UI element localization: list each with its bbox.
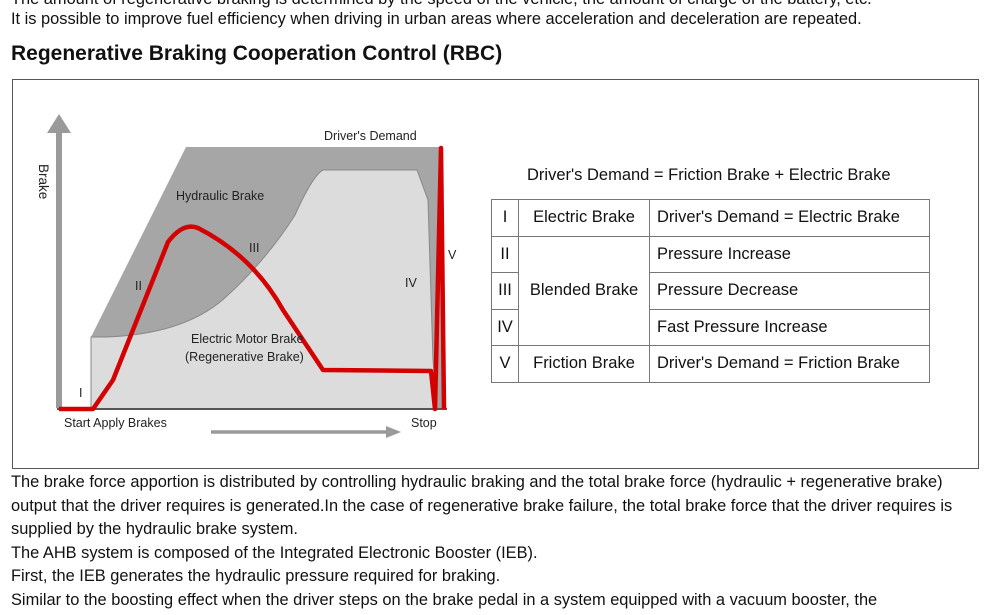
intro-line: It is possible to improve fuel efficienc…	[11, 10, 862, 28]
phase-description: Pressure Decrease	[649, 272, 930, 310]
stop-label: Stop	[411, 416, 437, 430]
phase-number: IV	[491, 308, 519, 346]
hydraulic-brake-label: Hydraulic Brake	[176, 189, 264, 203]
paragraph: Similar to the boosting effect when the …	[11, 590, 878, 609]
table-row: III Pressure Decrease	[491, 272, 930, 310]
electric-motor-label-line1: Electric Motor Brake	[191, 332, 304, 346]
phase-description: Driver's Demand = Electric Brake	[649, 199, 930, 237]
electric-brake-area	[90, 169, 438, 410]
phase-description: Fast Pressure Increase	[649, 308, 930, 346]
table-row: V Friction Brake Driver's Demand = Frict…	[491, 345, 930, 383]
intro-cut-line: The amount of regenerative braking is de…	[11, 0, 872, 12]
phase-description: Pressure Increase	[649, 235, 930, 273]
brake-force-curve	[59, 145, 447, 412]
paragraph: The AHB system is composed of the Integr…	[11, 543, 538, 562]
phase-description: Driver's Demand = Friction Brake	[649, 345, 930, 383]
phase-label-ii: II	[135, 279, 142, 293]
phase-number: I	[491, 199, 519, 237]
electric-motor-label-line2: (Regenerative Brake)	[185, 350, 304, 364]
phase-label-v: V	[448, 248, 457, 262]
phase-number: V	[491, 345, 519, 383]
phase-label-iii: III	[249, 241, 259, 255]
phase-label-iv: IV	[405, 276, 417, 290]
body-text: The brake force apportion is distributed…	[11, 471, 991, 612]
brake-equation: Driver's Demand = Friction Brake + Elect…	[527, 166, 891, 184]
rbc-diagram: Brake Driver's Demand Hydraulic Brake El…	[36, 114, 457, 438]
table-row: II Blended Brake Pressure Increase	[491, 235, 930, 346]
table-row: I Electric Brake Driver's Demand = Elect…	[491, 199, 930, 237]
phase-number: III	[491, 272, 519, 310]
phase-label-i: I	[79, 386, 82, 400]
brake-type: Electric Brake	[518, 199, 650, 237]
paragraph: The brake force apportion is distributed…	[11, 473, 953, 538]
table-row: IV Fast Pressure Increase	[491, 308, 930, 346]
section-heading: Regenerative Braking Cooperation Control…	[11, 42, 503, 65]
brake-phase-table: I Electric Brake Driver's Demand = Elect…	[491, 199, 930, 383]
rbc-figure: Brake Driver's Demand Hydraulic Brake El…	[12, 79, 979, 469]
phase-number: II	[491, 235, 519, 273]
y-axis-arrowhead	[47, 114, 71, 133]
y-axis-label: Brake	[36, 164, 51, 199]
drivers-demand-label: Driver's Demand	[324, 129, 417, 143]
brake-type: Blended Brake	[518, 235, 650, 346]
start-apply-brakes-label: Start Apply Brakes	[64, 416, 167, 430]
time-arrow-head	[386, 426, 401, 438]
paragraph: First, the IEB generates the hydraulic p…	[11, 567, 501, 585]
brake-type: Friction Brake	[518, 345, 650, 383]
